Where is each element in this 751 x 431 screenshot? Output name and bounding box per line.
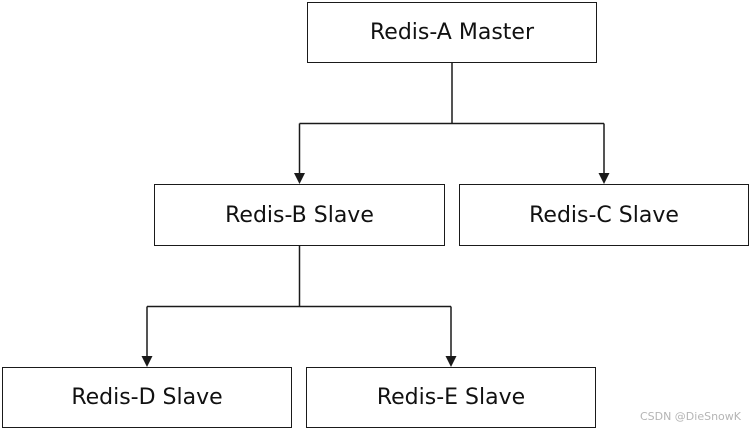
node-label: Redis-C Slave (529, 202, 679, 228)
node-label: Redis-E Slave (376, 385, 526, 410)
node-label: Redis-D Slave (71, 385, 223, 410)
arrowhead-b-to-e (445, 356, 457, 367)
node-redis-a-master: Redis-A Master (307, 2, 597, 63)
node-label: Redis-B Slave (225, 202, 374, 228)
arrowhead-a-to-c (598, 173, 610, 184)
node-label: Redis-A Master (369, 20, 534, 45)
arrowhead-a-to-b (294, 173, 305, 184)
node-redis-c-slave: Redis-C Slave (459, 184, 749, 246)
arrowhead-b-to-d (141, 356, 153, 367)
node-redis-e-slave: Redis-E Slave (306, 367, 596, 428)
node-redis-b-slave: Redis-B Slave (154, 184, 445, 246)
node-redis-d-slave: Redis-D Slave (2, 367, 292, 428)
watermark: CSDN @DieSnowK (639, 410, 741, 423)
